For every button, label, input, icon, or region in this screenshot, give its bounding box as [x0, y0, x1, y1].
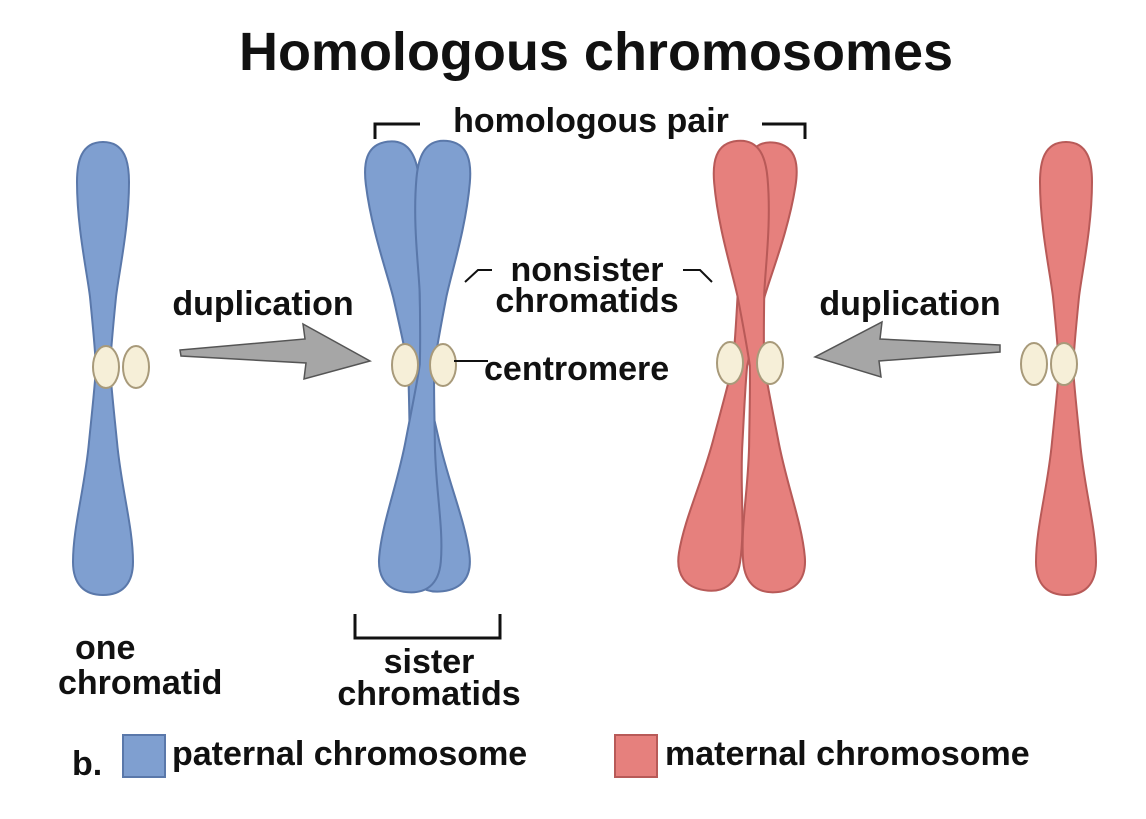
nonsister-label-line2: chromatids — [495, 282, 678, 320]
paternal-centromere-left — [391, 343, 419, 387]
duplication-label-right: duplication — [819, 285, 1000, 323]
diagram-title: Homologous chromosomes — [239, 22, 953, 82]
maternal-duplicated-chromosome — [672, 136, 809, 597]
sister-label-line1: sister — [384, 643, 475, 681]
paternal-duplicated-chromosome — [355, 136, 479, 597]
legend-swatch-maternal — [614, 734, 658, 778]
nonsister-pointer-lines — [464, 269, 713, 283]
legend-label-paternal: paternal chromosome — [172, 735, 527, 773]
maternal-single-centromere-right — [1050, 342, 1078, 386]
duplication-arrow-left — [179, 322, 372, 381]
homologous-pair-label: homologous pair — [453, 102, 729, 140]
centromere-label: centromere — [484, 350, 669, 388]
legend-swatch-paternal — [122, 734, 166, 778]
paternal-single-centromere-right — [122, 345, 150, 389]
sister-chromatids-bracket — [353, 614, 502, 640]
legend: b. paternal chromosome maternal chromoso… — [72, 734, 1030, 783]
one-chromatid-label-line2: chromatid — [58, 664, 222, 702]
paternal-centromere-right — [429, 343, 457, 387]
maternal-centromere-right — [756, 341, 784, 385]
legend-label-maternal: maternal chromosome — [665, 735, 1030, 773]
homologous-pair-bracket — [373, 122, 807, 139]
one-chromatid-label-line1: one — [75, 629, 135, 667]
maternal-centromere-left — [716, 341, 744, 385]
duplication-arrow-right — [813, 320, 1001, 379]
panel-letter: b. — [72, 745, 102, 783]
sister-label-line2: chromatids — [337, 675, 520, 713]
paternal-single-chromatid — [72, 141, 150, 596]
paternal-single-centromere-left — [92, 345, 120, 389]
maternal-single-centromere-left — [1020, 342, 1048, 386]
duplication-label-left: duplication — [172, 285, 353, 323]
nonsister-label-line1: nonsister — [510, 251, 663, 289]
maternal-single-chromatid — [1020, 141, 1097, 596]
